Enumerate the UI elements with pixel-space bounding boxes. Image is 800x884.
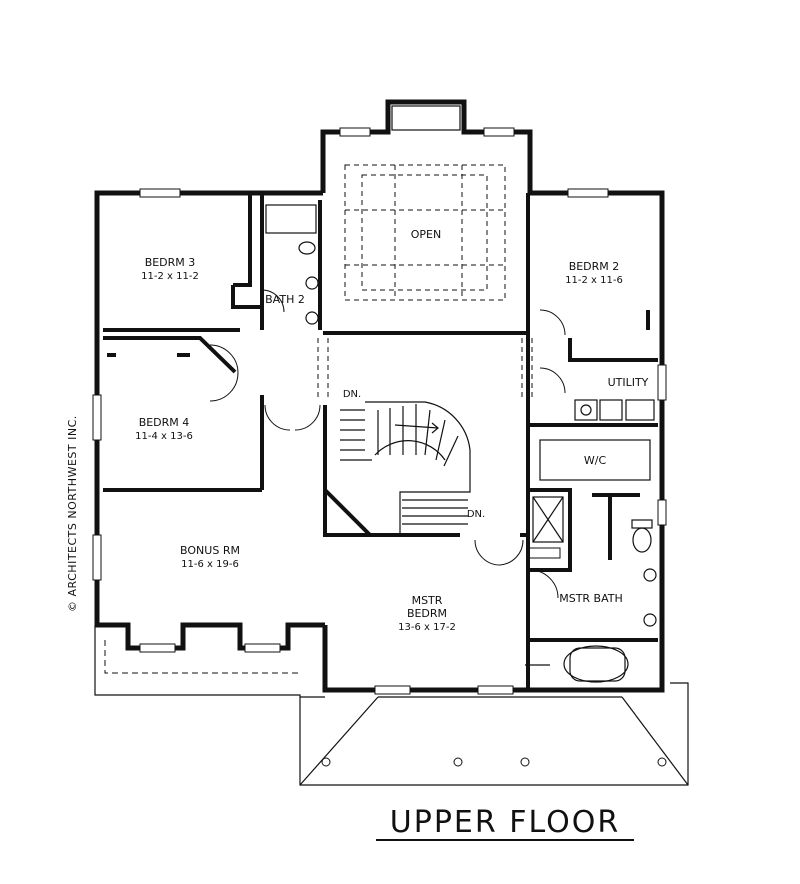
plan-title: UPPER FLOOR — [390, 805, 620, 840]
bonus-room-deck-dashed — [104, 640, 300, 674]
label-bedrm4: BEDRM 4 — [139, 416, 190, 429]
label-stair-down-1: DN. — [343, 389, 361, 400]
size-bedrm2: 11-2 x 11-6 — [565, 275, 623, 286]
label-wic: W/C — [584, 454, 607, 467]
interior-walls — [103, 193, 658, 690]
sink — [643, 568, 657, 582]
room-labels: BEDRM 3 11-2 x 11-2 BATH 2 OPEN BEDRM 2 … — [135, 228, 649, 633]
copyright-text: © ARCHITECTS NORTHWEST INC. — [66, 415, 79, 612]
roof-vent-dots — [321, 757, 667, 767]
windows — [92, 127, 667, 695]
toilet — [298, 241, 316, 255]
utility-fixtures — [574, 399, 655, 421]
label-mstr-bedrm-1: MSTR — [412, 594, 443, 607]
label-bonus: BONUS RM — [180, 544, 240, 557]
chimney — [391, 105, 461, 131]
door-swings — [209, 289, 566, 599]
dashed-openings — [317, 164, 533, 400]
label-stair-down-2: DN. — [467, 509, 485, 520]
label-open: OPEN — [411, 228, 441, 241]
label-bath2: BATH 2 — [265, 293, 305, 306]
master-bath-fixtures — [525, 439, 657, 683]
size-bedrm3: 11-2 x 11-2 — [141, 271, 199, 282]
tub — [563, 645, 629, 683]
label-utility: UTILITY — [608, 376, 649, 389]
staircase — [340, 401, 471, 535]
size-mstr-bedrm: 13-6 x 17-2 — [398, 622, 456, 633]
roof-outline — [94, 625, 689, 786]
sink — [305, 311, 319, 325]
sink — [305, 276, 319, 290]
label-mstr-bath: MSTR BATH — [559, 592, 623, 605]
toilet — [632, 527, 652, 553]
sink — [643, 613, 657, 627]
size-bedrm4: 11-4 x 13-6 — [135, 431, 193, 442]
shelf — [527, 547, 561, 559]
label-bedrm3: BEDRM 3 — [145, 256, 196, 269]
bath2-fixtures — [265, 204, 319, 325]
label-bedrm2: BEDRM 2 — [569, 260, 620, 273]
size-bonus: 11-6 x 19-6 — [181, 559, 239, 570]
label-mstr-bedrm-2: BEDRM — [407, 607, 447, 620]
